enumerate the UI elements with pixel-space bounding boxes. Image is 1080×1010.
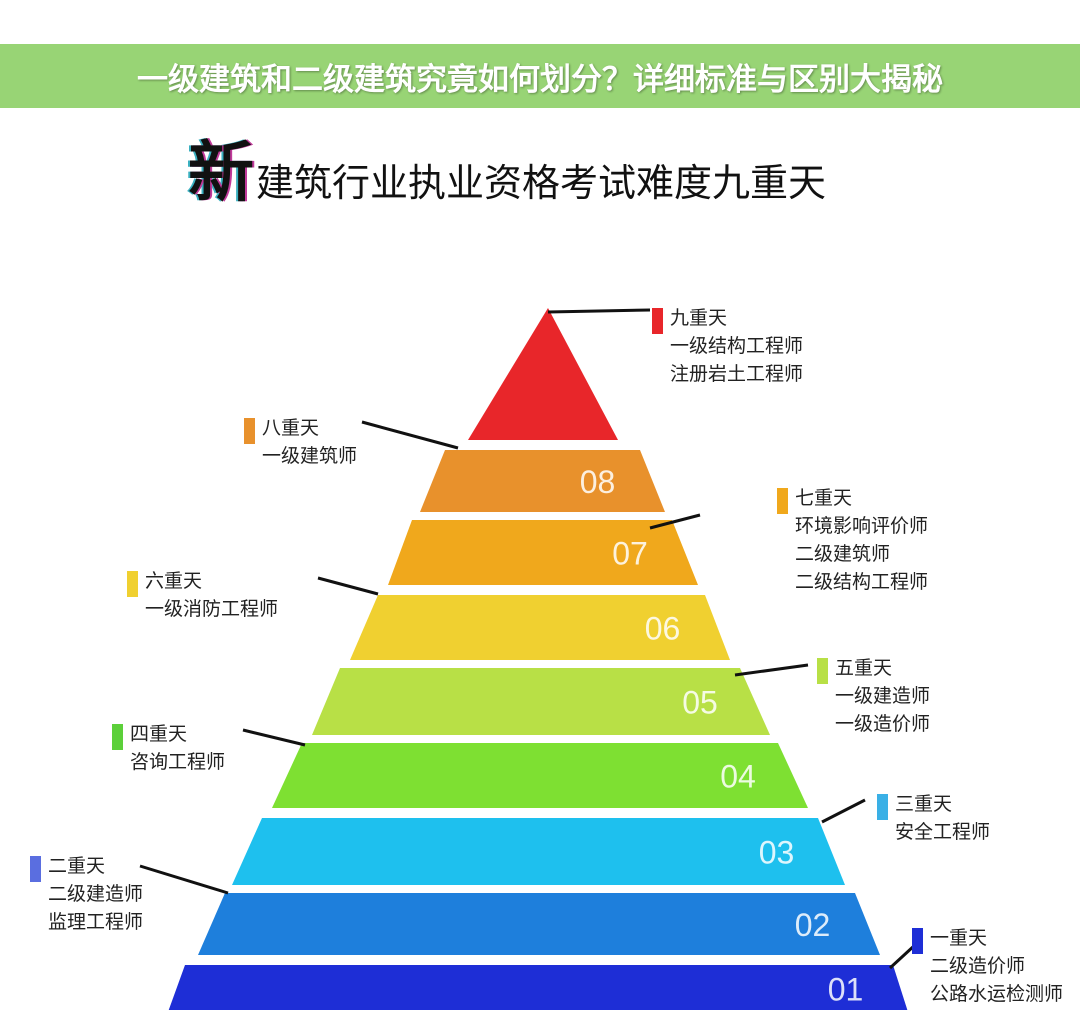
color-swatch bbox=[777, 488, 788, 514]
certification-item: 一级建筑师 bbox=[262, 445, 358, 467]
tier-8 bbox=[420, 450, 665, 512]
connector-line bbox=[361, 420, 459, 450]
tier-number: 02 bbox=[795, 907, 831, 943]
level-heading: 五重天 bbox=[835, 657, 893, 679]
level-label: 八重天一级建筑师 bbox=[244, 414, 358, 470]
certification-item: 环境影响评价师 bbox=[795, 515, 929, 537]
level-heading: 三重天 bbox=[895, 793, 953, 815]
color-swatch bbox=[30, 856, 41, 882]
certification-item: 一级结构工程师 bbox=[670, 335, 804, 357]
connector-line bbox=[242, 728, 306, 747]
level-label: 一重天二级造价师公路水运检测师 bbox=[912, 924, 1064, 1008]
color-swatch bbox=[877, 794, 888, 820]
title-first-char: 新 bbox=[188, 134, 254, 211]
connector-line bbox=[649, 513, 701, 530]
level-heading: 四重天 bbox=[130, 723, 188, 745]
color-swatch bbox=[912, 928, 923, 954]
tier-9 bbox=[468, 308, 618, 440]
color-swatch bbox=[127, 571, 138, 597]
tier-1 bbox=[168, 965, 908, 1010]
overlay-banner: 一级建筑和二级建筑究竟如何划分？详细标准与区别大揭秘 bbox=[0, 44, 1080, 108]
certification-item: 一级消防工程师 bbox=[145, 598, 279, 620]
certification-item: 一级建造师 bbox=[835, 685, 931, 707]
color-swatch bbox=[112, 724, 123, 750]
connector-line bbox=[317, 576, 379, 596]
level-heading: 七重天 bbox=[795, 487, 853, 509]
level-label: 七重天环境影响评价师二级建筑师二级结构工程师 bbox=[777, 484, 929, 596]
level-heading: 一重天 bbox=[930, 927, 988, 949]
tier-number: 04 bbox=[720, 759, 756, 795]
certification-item: 二级建筑师 bbox=[795, 543, 891, 565]
tier-number: 01 bbox=[828, 972, 864, 1008]
tier-number: 03 bbox=[759, 835, 795, 871]
connector-line bbox=[139, 864, 229, 895]
level-label: 四重天咨询工程师 bbox=[112, 720, 226, 776]
tier-7 bbox=[388, 520, 698, 585]
certification-item: 二级建造师 bbox=[48, 883, 144, 905]
certification-item: 监理工程师 bbox=[48, 911, 144, 933]
page-title: 新 建筑行业执业资格考试难度九重天 bbox=[188, 138, 826, 208]
certification-item: 二级造价师 bbox=[930, 955, 1026, 977]
level-heading: 九重天 bbox=[670, 307, 728, 329]
tier-number: 08 bbox=[580, 464, 616, 500]
connector-line bbox=[888, 943, 917, 970]
banner-text: 一级建筑和二级建筑究竟如何划分？详细标准与区别大揭秘 bbox=[137, 61, 943, 98]
certification-item: 二级结构工程师 bbox=[795, 571, 929, 593]
level-heading: 八重天 bbox=[262, 417, 320, 439]
certification-item: 一级造价师 bbox=[835, 713, 931, 735]
certification-item: 安全工程师 bbox=[895, 821, 991, 843]
level-label: 三重天安全工程师 bbox=[877, 790, 991, 846]
certification-item: 公路水运检测师 bbox=[930, 983, 1064, 1005]
level-heading: 二重天 bbox=[48, 855, 106, 877]
tier-5 bbox=[312, 668, 770, 735]
tier-2 bbox=[198, 893, 880, 955]
level-label: 九重天一级结构工程师注册岩土工程师 bbox=[652, 304, 804, 388]
connector-line bbox=[821, 798, 866, 824]
color-swatch bbox=[817, 658, 828, 684]
level-label: 六重天一级消防工程师 bbox=[127, 567, 279, 623]
level-label: 五重天一级建造师一级造价师 bbox=[817, 654, 931, 738]
connector-line bbox=[734, 663, 809, 677]
tier-number: 06 bbox=[645, 611, 681, 647]
color-swatch bbox=[244, 418, 255, 444]
level-label: 二重天二级建造师监理工程师 bbox=[30, 852, 144, 936]
tier-number: 07 bbox=[612, 536, 648, 572]
tier-3 bbox=[232, 818, 845, 885]
connector-line bbox=[547, 308, 651, 314]
tier-4 bbox=[272, 743, 808, 808]
certification-item: 注册岩土工程师 bbox=[670, 363, 804, 385]
level-heading: 六重天 bbox=[145, 570, 203, 592]
color-swatch bbox=[652, 308, 663, 334]
certification-item: 咨询工程师 bbox=[130, 751, 226, 773]
title-text: 建筑行业执业资格考试难度九重天 bbox=[256, 161, 827, 205]
tier-number: 05 bbox=[682, 685, 718, 721]
tier-6 bbox=[350, 595, 730, 660]
